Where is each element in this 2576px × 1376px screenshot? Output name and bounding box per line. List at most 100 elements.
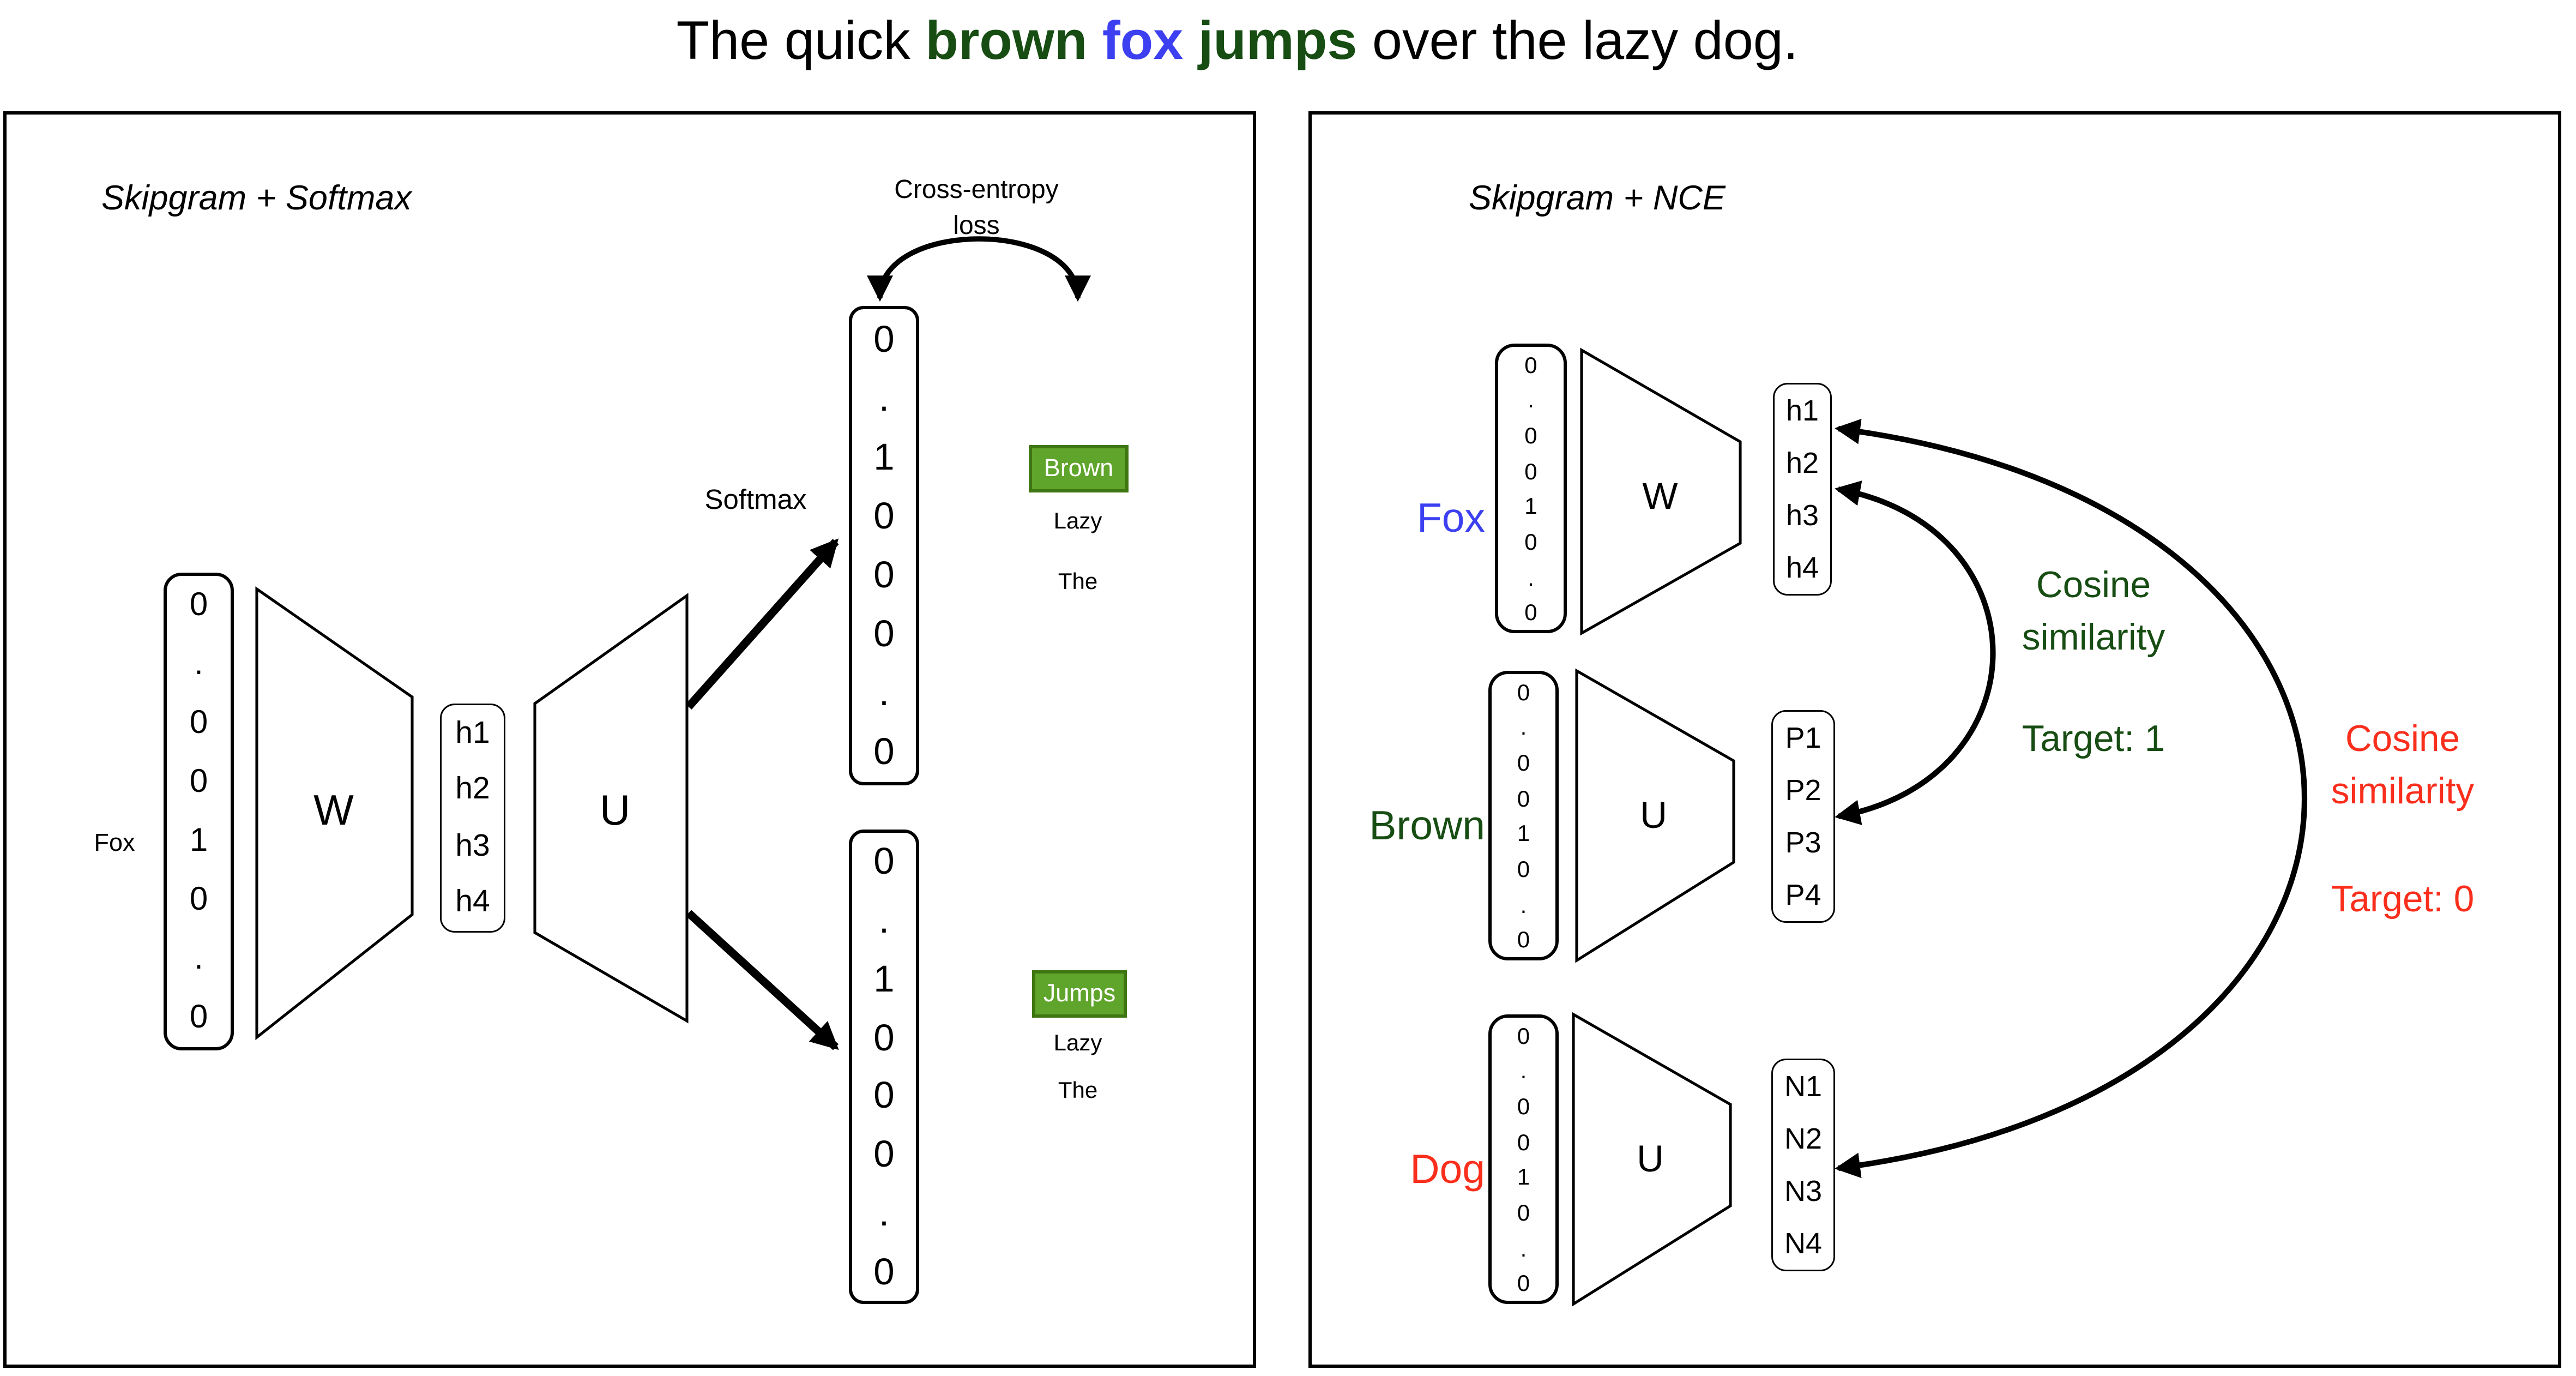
- cosine-similarity-positive-label: Cosine similarity: [1930, 560, 2257, 664]
- cosine-line1: Cosine: [2345, 718, 2460, 759]
- softmax-diagram-layer: [255, 236, 1091, 1050]
- cosine-line1: Cosine: [2036, 564, 2151, 605]
- cosine-arc-negative-upper: [1835, 418, 2308, 799]
- word-label-dog: Dog: [1410, 1147, 1485, 1193]
- vector-value: .: [1520, 1057, 1527, 1084]
- hidden-unit-label: h3: [1785, 499, 1819, 532]
- w-matrix-label-fox: W: [1642, 474, 1678, 517]
- vector-value: 0: [189, 587, 208, 623]
- vector-value: .: [1520, 714, 1527, 741]
- vector-value: 0: [1517, 1093, 1530, 1120]
- hidden-unit-label: h4: [1785, 551, 1819, 584]
- vector-value: 0: [1524, 351, 1537, 378]
- negative-unit-label: N3: [1784, 1175, 1822, 1207]
- vector-value: 0: [1517, 1199, 1530, 1225]
- vector-value: .: [1520, 891, 1527, 917]
- cosine-arc-negative-lower: [1835, 798, 2308, 1179]
- vector-value: 0: [189, 705, 208, 741]
- u-matrix-label-dog: U: [1637, 1137, 1664, 1180]
- w-matrix-label: W: [313, 785, 354, 834]
- vector-value: 0: [873, 840, 895, 883]
- vector-value: 0: [1524, 528, 1537, 555]
- vector-value: 0: [873, 1132, 895, 1175]
- target-word-badge-jumps: Jumps: [1032, 970, 1127, 1018]
- vector-value: 0: [189, 882, 208, 918]
- vector-value: 0: [1517, 855, 1530, 882]
- vector-value: .: [878, 671, 890, 714]
- vector-value: 0: [873, 1015, 895, 1058]
- vector-value: 0: [873, 494, 895, 537]
- u-matrix-trapezoid-dog: [1572, 1012, 1732, 1307]
- hidden-unit-label: h4: [455, 885, 490, 920]
- loss-label-line1: Cross-entropy: [894, 177, 1059, 205]
- negative-unit-label: N4: [1784, 1227, 1822, 1260]
- positive-unit-label: P1: [1785, 722, 1821, 754]
- vector-value: 1: [1517, 820, 1530, 846]
- vector-value: 0: [1517, 926, 1530, 953]
- positive-unit-label: P4: [1785, 879, 1821, 911]
- title-word-jumps: jumps: [1198, 10, 1372, 70]
- word-label-fox: Fox: [1416, 496, 1485, 542]
- vector-value: 0: [1524, 458, 1537, 484]
- vector-value: .: [878, 898, 890, 941]
- word-label-brown: Brown: [1369, 803, 1485, 849]
- vector-value: 0: [189, 764, 208, 800]
- vector-value: .: [1520, 1234, 1527, 1261]
- vector-value: 0: [873, 612, 895, 655]
- u-matrix-trapezoid: [533, 593, 689, 1024]
- w-matrix-trapezoid-fox: [1580, 347, 1742, 636]
- vector-value: 0: [1524, 599, 1537, 626]
- vector-value: 0: [1517, 1270, 1530, 1296]
- u-matrix-label-brown: U: [1640, 794, 1667, 836]
- vector-value: 0: [1517, 749, 1530, 776]
- vector-value: 0: [1517, 785, 1530, 812]
- vector-value: 0: [873, 553, 895, 596]
- title-word-plain: over the lazy dog.: [1372, 10, 1799, 70]
- vector-value: 0: [873, 316, 895, 359]
- target-0-label: Target: 0: [2331, 879, 2475, 920]
- context-word: Lazy: [1053, 1029, 1102, 1055]
- cosine-arc-positive-lower: [1835, 652, 1996, 825]
- softmax-arrow-bottom: [685, 910, 839, 1050]
- cosine-line2: similarity: [2331, 771, 2475, 812]
- title-word-plain: The quick: [676, 10, 926, 70]
- input-word-label: Fox: [94, 830, 135, 857]
- onehot-vector-brown: 0. 0 0 1 0. 0: [1488, 671, 1559, 960]
- cosine-line2: similarity: [2022, 617, 2165, 658]
- cosine-similarity-negative-label: Cosine similarity: [2239, 713, 2566, 818]
- vector-value: 1: [873, 957, 895, 1000]
- softmax-arrow-top: [685, 538, 839, 710]
- negative-unit-label: N2: [1784, 1122, 1822, 1155]
- panel-header-softmax: Skipgram + Softmax: [101, 180, 412, 218]
- title-word-brown: brown: [925, 10, 1102, 70]
- vector-value: .: [194, 941, 203, 977]
- vector-value: 0: [1517, 678, 1530, 705]
- softmax-label: Softmax: [704, 484, 807, 515]
- vector-value: .: [878, 376, 890, 419]
- positive-unit-label: P3: [1785, 826, 1821, 859]
- hidden-unit-label: h2: [1785, 447, 1819, 479]
- w-matrix-trapezoid: [255, 586, 414, 1041]
- u-matrix-label: U: [599, 785, 631, 834]
- vector-value: .: [1528, 563, 1534, 590]
- vector-value: 0: [189, 1000, 208, 1036]
- positive-unit-label: P2: [1785, 774, 1821, 807]
- vector-value: 1: [189, 823, 208, 859]
- hidden-unit-label: h2: [455, 772, 490, 807]
- vector-value: 0: [1517, 1128, 1530, 1155]
- vector-value: 1: [873, 435, 895, 478]
- target-word-badge-brown: Brown: [1029, 445, 1129, 492]
- vector-value: 1: [1524, 492, 1537, 519]
